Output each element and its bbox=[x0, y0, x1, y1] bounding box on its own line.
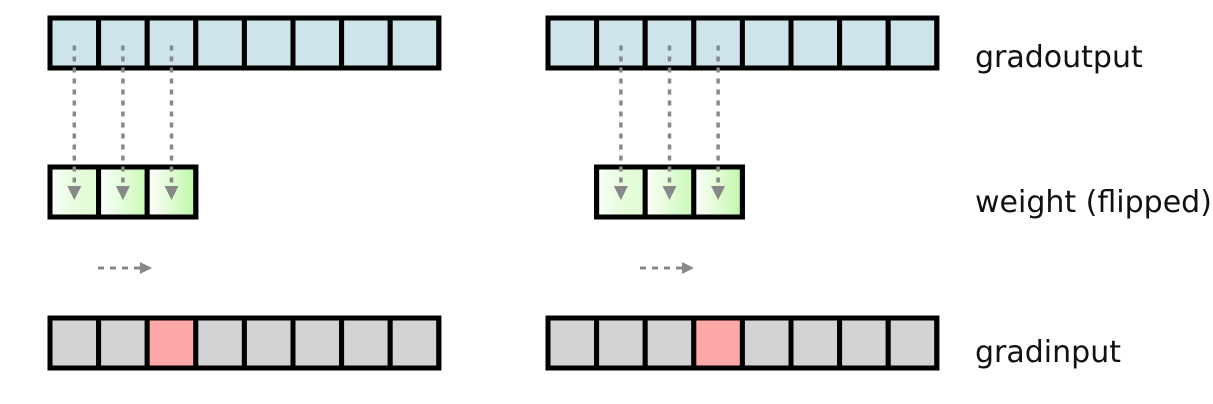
gradinput-cell bbox=[47, 315, 102, 371]
gradoutput-cell bbox=[241, 15, 296, 71]
gradinput-cell bbox=[885, 315, 940, 371]
gradinput-cell bbox=[193, 315, 247, 371]
gradinput-cell bbox=[96, 315, 150, 371]
gradinput-cell bbox=[290, 315, 345, 371]
gradoutput-cell bbox=[339, 15, 393, 71]
gradinput-cell bbox=[642, 315, 697, 371]
gradoutput-cell bbox=[290, 15, 345, 71]
gradoutput-cell bbox=[193, 15, 247, 71]
gradoutput-label: gradoutput bbox=[975, 40, 1143, 75]
gradoutput-cell bbox=[788, 15, 843, 71]
gradinput-cell bbox=[241, 315, 296, 371]
gradinput-cell bbox=[144, 315, 199, 371]
gradoutput-cell bbox=[387, 15, 442, 71]
panels-layer bbox=[47, 15, 940, 371]
gradinput-cell bbox=[594, 315, 648, 371]
gradinput-row-border bbox=[47, 315, 442, 371]
panel-1 bbox=[47, 15, 442, 371]
gradoutput-cell bbox=[739, 15, 794, 71]
gradinput-label: gradinput bbox=[975, 335, 1121, 370]
gradinput-cell bbox=[387, 315, 442, 371]
gradoutput-cell bbox=[837, 15, 891, 71]
panel-2 bbox=[545, 15, 940, 371]
gradinput-cell bbox=[339, 315, 393, 371]
gradinput-cell bbox=[788, 315, 843, 371]
gradoutput-row-border bbox=[47, 15, 442, 71]
gradoutput-row-border bbox=[545, 15, 940, 71]
weight-label: weight (flipped) bbox=[975, 185, 1212, 220]
gradinput-cell bbox=[837, 315, 891, 371]
gradinput-cell bbox=[739, 315, 794, 371]
gradinput-cell bbox=[545, 315, 600, 371]
gradoutput-cell bbox=[885, 15, 940, 71]
gradinput-cell bbox=[691, 315, 745, 371]
gradinput-row-border bbox=[545, 315, 940, 371]
gradoutput-cell bbox=[545, 15, 600, 71]
